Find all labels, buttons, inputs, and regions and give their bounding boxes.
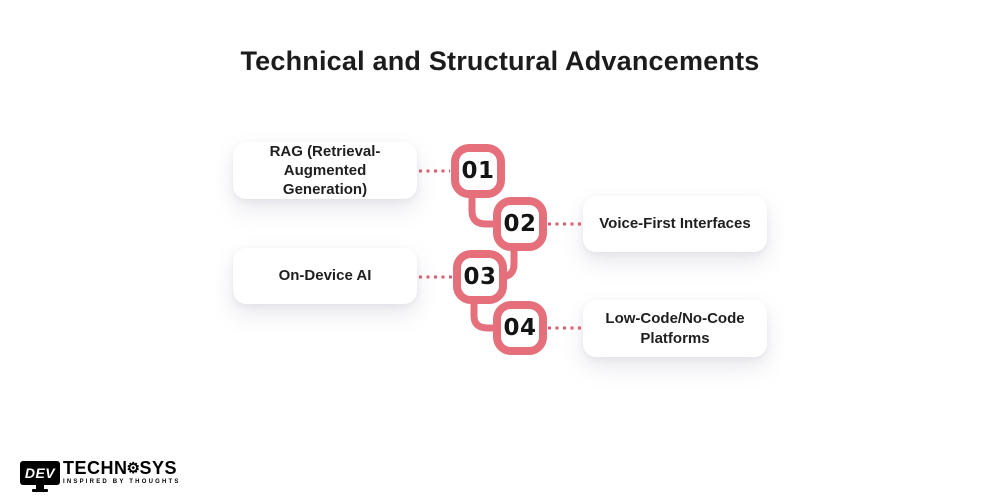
number-badge-03-text: 03: [463, 264, 497, 290]
number-badge-01: 01: [451, 144, 505, 198]
label-card-voice-first-text: Voice-First Interfaces: [599, 215, 751, 233]
label-card-low-code-text: Low-Code/No-Code Platforms: [605, 310, 745, 347]
number-badge-03: 03: [453, 250, 507, 304]
logo-tagline: INSPIRED BY THOUGHTS: [63, 479, 181, 485]
logo-name-right: SYS: [139, 458, 177, 478]
number-badge-04: 04: [493, 301, 547, 355]
number-badge-02-text: 02: [503, 211, 537, 237]
number-badge-04-text: 04: [503, 315, 537, 341]
gear-icon: ⚙: [126, 459, 141, 477]
number-badge-02: 02: [493, 197, 547, 251]
devtechnosys-logo: DEV TECHN ⚙ SYS INSPIRED BY THOUGHTS: [20, 459, 181, 485]
connector-03-04: [470, 294, 501, 332]
number-badge-01-text: 01: [461, 158, 495, 184]
logo-name: TECHN ⚙ SYS: [63, 459, 181, 477]
logo-name-left: TECHN: [63, 458, 128, 478]
connector-01-02: [468, 188, 501, 228]
label-card-on-device-ai-text: On-Device AI: [278, 267, 372, 285]
label-card-rag: RAG (Retrieval-Augmented Generation): [233, 142, 417, 199]
page-title: Technical and Structural Advancements: [240, 46, 760, 76]
label-card-voice-first: Voice-First Interfaces: [583, 196, 767, 252]
label-card-low-code: Low-Code/No-Code Platforms: [583, 300, 767, 357]
monitor-icon: DEV: [20, 461, 60, 485]
label-card-on-device-ai: On-Device AI: [233, 248, 417, 304]
logo-text-block: TECHN ⚙ SYS INSPIRED BY THOUGHTS: [63, 459, 181, 485]
label-card-rag-text: RAG (Retrieval-Augmented Generation): [269, 142, 381, 199]
logo-dev-text: DEV: [24, 465, 56, 481]
